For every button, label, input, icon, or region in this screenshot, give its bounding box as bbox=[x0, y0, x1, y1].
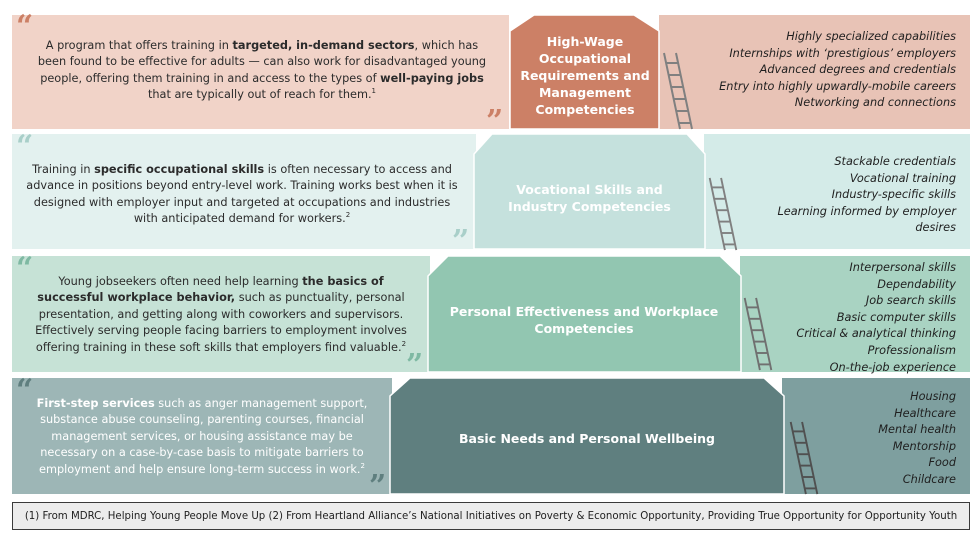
house-high-wage bbox=[509, 15, 660, 129]
tier-item: Mental health bbox=[878, 423, 956, 437]
tier-item: Basic computer skills bbox=[836, 310, 956, 324]
tier-item: Advanced degrees and credentials bbox=[759, 63, 956, 77]
footnote-marker: 1 bbox=[371, 87, 377, 96]
footnotes: (1) From MDRC, Helping Young People Move… bbox=[12, 502, 970, 530]
tier-item: Stackable credentials bbox=[834, 155, 956, 168]
close-quote-icon: ” bbox=[486, 104, 504, 139]
emphasis-text: First-step services bbox=[36, 397, 155, 410]
open-quote-icon: “ bbox=[16, 129, 34, 164]
emphasis-text: the basics of successful workplace behav… bbox=[37, 275, 384, 305]
tier-high-wage-left-panel bbox=[12, 15, 509, 129]
tier-title: High-Wage Occupational Requirements and … bbox=[520, 33, 650, 117]
house-personal bbox=[427, 256, 742, 372]
tier-item: Vocational training bbox=[849, 171, 956, 185]
description-text: is often necessary to access and advance… bbox=[26, 163, 458, 226]
description-text: Training in bbox=[32, 163, 95, 176]
ladder-icon bbox=[708, 177, 738, 251]
tier-item: Housing bbox=[910, 390, 956, 403]
tier-high-wage-right-panel bbox=[659, 15, 970, 129]
house-basic bbox=[389, 378, 785, 494]
description-text: Young jobseekers often need help learnin… bbox=[58, 275, 303, 288]
tier-item: Interpersonal skills bbox=[849, 261, 956, 274]
tier-description: A program that offers training in target… bbox=[30, 38, 494, 104]
tier-personal: Personal Effectiveness and Workplace Com… bbox=[12, 251, 970, 381]
tier-item: On-the-job experience bbox=[829, 360, 956, 374]
tier-item: Mentorship bbox=[892, 439, 956, 453]
tier-title: Vocational Skills and Industry Competenc… bbox=[508, 182, 671, 214]
open-quote-icon: “ bbox=[16, 373, 34, 408]
tier-item: Healthcare bbox=[894, 406, 956, 420]
tier-item: Childcare bbox=[902, 472, 956, 486]
tier-item: Industry-specific skills bbox=[831, 188, 956, 202]
emphasis-text: well-paying jobs bbox=[380, 71, 484, 85]
tier-vocational-left-panel bbox=[12, 134, 476, 249]
tier-personal-right-panel bbox=[740, 256, 970, 372]
open-quote-icon: “ bbox=[16, 251, 34, 286]
description-text: A program that offers training in bbox=[45, 39, 233, 52]
tier-item: Dependability bbox=[877, 277, 956, 291]
house-vocational bbox=[473, 134, 706, 249]
tier-title: Basic Needs and Personal Wellbeing bbox=[459, 430, 715, 446]
description-text: such as punctuality, personal presentati… bbox=[35, 291, 407, 354]
footnote-marker: 2 bbox=[401, 339, 407, 348]
footnote-marker: 2 bbox=[345, 211, 351, 220]
emphasis-text: targeted, in-demand sectors bbox=[232, 39, 415, 52]
tier-vocational: Vocational Skills and Industry Competenc… bbox=[12, 129, 970, 257]
footnote-marker: 2 bbox=[360, 461, 365, 470]
description-text: that are typically out of reach for them… bbox=[147, 88, 372, 102]
description-text: , which has been found to be effective f… bbox=[37, 39, 487, 85]
tier-basic: Basic Needs and Personal Wellbeing “ ” F… bbox=[12, 373, 970, 502]
tier-high-wage: High-Wage Occupational Requirements and … bbox=[12, 9, 970, 137]
tier-item: Food bbox=[928, 456, 957, 470]
tier-vocational-right-panel bbox=[704, 134, 970, 249]
tier-description: First-step services such as anger manage… bbox=[28, 396, 376, 478]
ladder-icon bbox=[789, 421, 819, 495]
close-quote-icon: ” bbox=[406, 348, 424, 383]
tier-item: Critical & analytical thinking bbox=[796, 327, 956, 341]
tier-description: Training in specific occupational skills… bbox=[26, 162, 458, 228]
tier-item: Entry into highly upwardly-mobile career… bbox=[719, 79, 956, 93]
tier-item: Professionalism bbox=[867, 343, 956, 357]
tier-item: Highly specialized capabilities bbox=[786, 30, 956, 43]
close-quote-icon: ” bbox=[369, 469, 387, 504]
tier-item: Learning informed by employer desires bbox=[777, 204, 956, 235]
description-text: such as anger management support, substa… bbox=[39, 397, 368, 476]
ladder-icon bbox=[663, 52, 693, 130]
open-quote-icon: “ bbox=[16, 9, 34, 44]
ladder-icon bbox=[743, 297, 773, 371]
tier-description: Young jobseekers often need help learnin… bbox=[26, 274, 416, 356]
tier-basic-left-panel bbox=[12, 378, 392, 494]
tier-item: Networking and connections bbox=[794, 96, 956, 110]
tier-item: Internships with ‘prestigious’ employers bbox=[729, 46, 956, 60]
tier-title: Personal Effectiveness and Workplace Com… bbox=[449, 304, 719, 336]
close-quote-icon: ” bbox=[452, 224, 470, 259]
tier-item: Job search skills bbox=[865, 294, 956, 308]
emphasis-text: specific occupational skills bbox=[94, 163, 265, 176]
tier-personal-left-panel bbox=[12, 256, 430, 372]
